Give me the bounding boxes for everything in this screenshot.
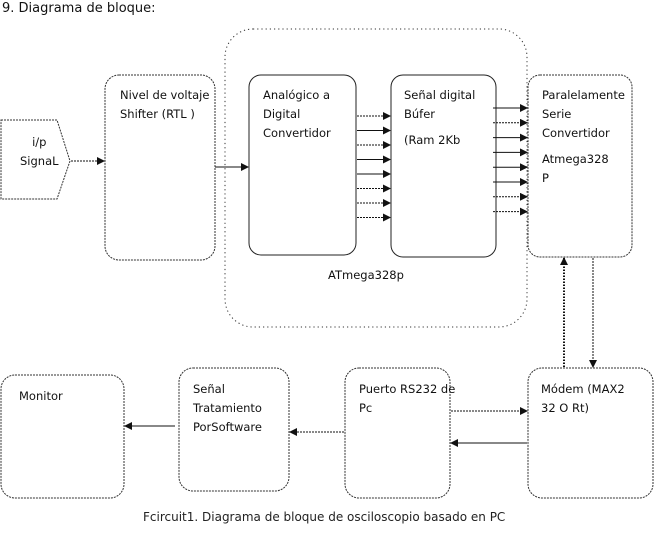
adc-block [248, 74, 357, 256]
figure-caption: Fcircuit1. Diagrama de bloque de oscilos… [143, 510, 506, 524]
buffer-block [390, 74, 497, 258]
label-line: (Ram 2Kb [404, 133, 461, 147]
label-line: Shifter (RTL ) [120, 107, 195, 121]
level-shifter-block [104, 74, 216, 261]
label-line: Serie [542, 107, 572, 121]
label-line: Pc [359, 401, 373, 415]
monitor-label: Monitor [19, 387, 63, 406]
rs232-block [344, 367, 451, 499]
label-line: PorSoftware [193, 420, 262, 434]
bus-adc-to-buffer [357, 112, 391, 222]
label-line: Paralelamente [542, 88, 625, 102]
label-line: Nivel de voltaje [120, 88, 210, 102]
software-label: Señal Tratamiento PorSoftware [193, 380, 262, 437]
label-line: SignaL [20, 154, 59, 168]
p2s-label: Paralelamente Serie Convertidor Atmega32… [542, 86, 625, 188]
diagram-heading: 9. Diagrama de bloque: [2, 1, 156, 16]
label-line: Puerto RS232 de [359, 382, 456, 396]
label-line: Señal [193, 382, 225, 396]
input-signal-label: i/p SignaL [20, 133, 59, 171]
bus-buffer-to-p2s [493, 104, 528, 216]
label-line: Digital [263, 107, 301, 121]
monitor-block [0, 374, 125, 499]
adc-label: Analógico a Digital Convertidor [263, 86, 331, 143]
input-signal-shape [0, 119, 71, 200]
p2s-block [527, 74, 633, 258]
label-line: Búfer [404, 107, 436, 121]
atmega-group-outline [224, 28, 528, 328]
label-line: Convertidor [263, 126, 331, 140]
label-line: i/p [32, 135, 47, 149]
level-shifter-label: Nivel de voltaje Shifter (RTL ) [120, 86, 209, 124]
label-line: Analógico a [263, 88, 330, 102]
modem-label: Módem (MAX2 32 O Rt) [541, 380, 625, 418]
modem-block [527, 367, 654, 499]
label-line: Señal digital [404, 88, 476, 102]
label-line: Atmega328 [542, 152, 609, 166]
label-line: 32 O Rt) [541, 401, 589, 415]
atmega-group-label: ATmega328p [328, 268, 404, 282]
label-line: Tratamiento [193, 401, 262, 415]
label-line: Convertidor [542, 126, 610, 140]
label-line: Monitor [19, 389, 63, 403]
buffer-label: Señal digital Búfer (Ram 2Kb [404, 86, 475, 150]
label-line: P [542, 171, 549, 185]
label-line: Módem (MAX2 [541, 382, 625, 396]
rs232-label: Puerto RS232 de Pc [359, 380, 455, 418]
